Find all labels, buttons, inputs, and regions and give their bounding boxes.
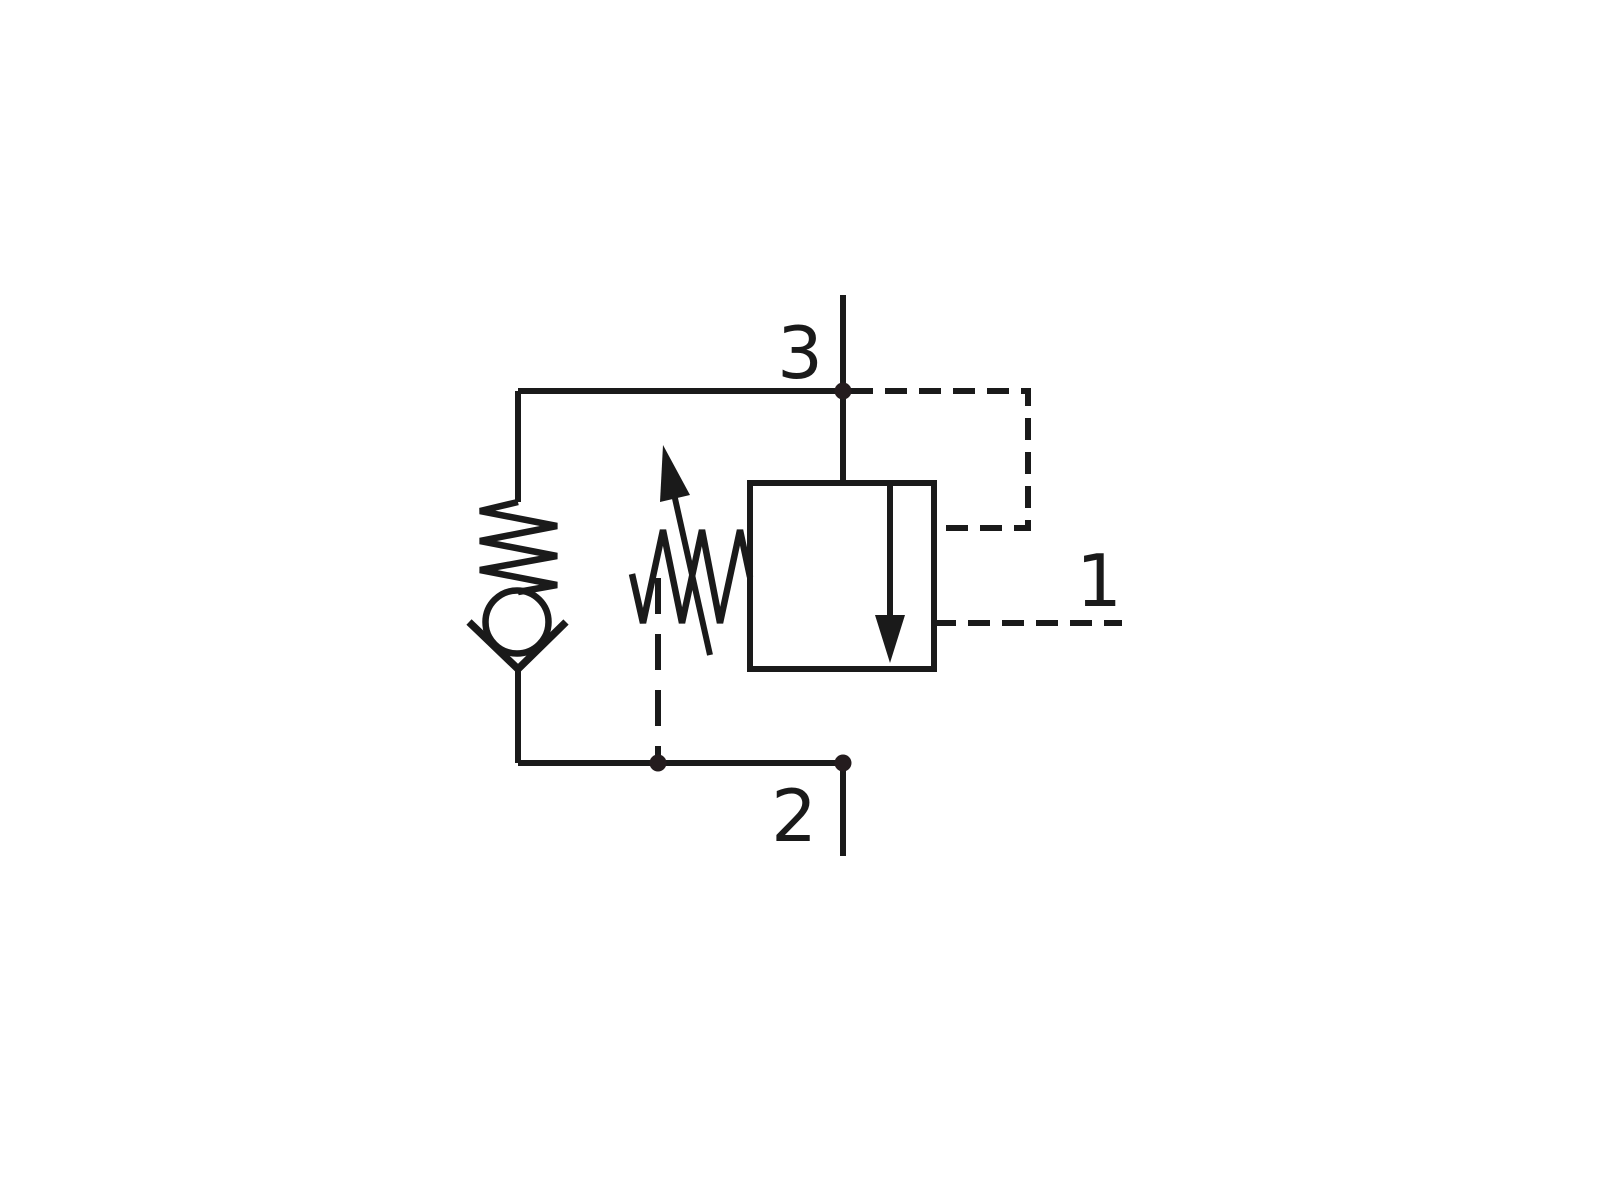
flow-arrowhead-icon xyxy=(875,615,905,663)
adjustment-arrowhead-icon xyxy=(660,445,690,502)
linework-group xyxy=(466,295,1122,856)
junction-dot-port3 xyxy=(834,382,852,400)
adjustment-arrow-shaft xyxy=(671,493,713,656)
port-2-label: 2 xyxy=(771,774,817,858)
port-3-label: 3 xyxy=(777,311,823,395)
junction-dots xyxy=(649,382,852,772)
check-valve-spring-icon xyxy=(479,498,558,596)
pilot-line-top-icon xyxy=(851,388,1031,531)
check-valve-ball-icon xyxy=(482,587,552,657)
port-1-label: 1 xyxy=(1076,539,1122,623)
port-labels: 3 1 2 xyxy=(771,311,1122,858)
junction-dot-pilot xyxy=(649,754,667,772)
junction-dot-port2 xyxy=(834,754,852,772)
